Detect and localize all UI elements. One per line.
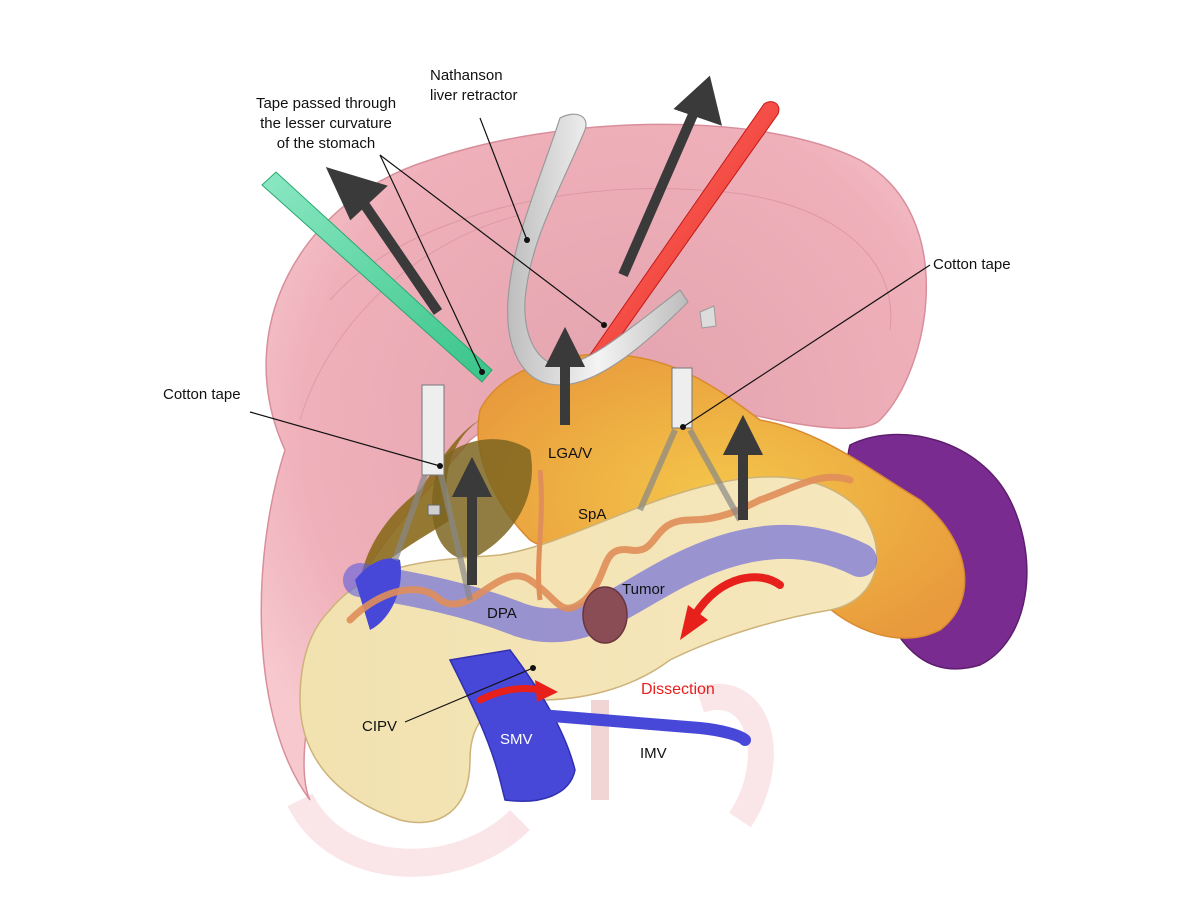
imv-vessel bbox=[534, 709, 751, 746]
dissection-arrows bbox=[476, 573, 784, 704]
dissection-label: Dissection bbox=[641, 681, 715, 698]
tape-lesser-label-line2: the lesser curvature bbox=[260, 115, 392, 132]
dpa-branch bbox=[536, 469, 544, 601]
green-tape bbox=[261, 171, 493, 383]
leader-lines bbox=[249, 117, 931, 723]
tape-lesser-label-line1: Tape passed through bbox=[255, 95, 397, 112]
smv-vessel bbox=[448, 649, 576, 802]
cipv-label: CIPV bbox=[362, 718, 398, 735]
left-cotton-tape-clamp bbox=[392, 384, 473, 601]
arrow-up-right bbox=[618, 108, 700, 277]
arrow-up-left bbox=[353, 192, 443, 315]
imv-label: IMV bbox=[640, 745, 667, 762]
nathanson-retractor bbox=[507, 113, 689, 386]
portal-vessel bbox=[355, 558, 401, 630]
cotton-tape-left-label: Cotton tape bbox=[163, 386, 241, 403]
nathanson-label-line1: Nathanson bbox=[430, 67, 503, 84]
tape-lesser-label-line3: of the stomach bbox=[276, 135, 376, 152]
tumor bbox=[582, 586, 628, 644]
spa-label: SpA bbox=[578, 506, 607, 523]
nathanson-label-line2: liver retractor bbox=[430, 87, 518, 104]
dpa-label: DPA bbox=[487, 605, 517, 622]
lgav-label: LGA/V bbox=[548, 445, 593, 462]
tumor-label: Tumor bbox=[622, 581, 665, 598]
splenic-artery bbox=[346, 473, 854, 624]
red-tape bbox=[584, 101, 780, 369]
smv-label: SMV bbox=[500, 731, 533, 748]
cotton-tape-right-label: Cotton tape bbox=[933, 256, 1011, 273]
traction-arrows bbox=[325, 75, 764, 585]
right-cotton-tape-clamp bbox=[637, 367, 743, 522]
